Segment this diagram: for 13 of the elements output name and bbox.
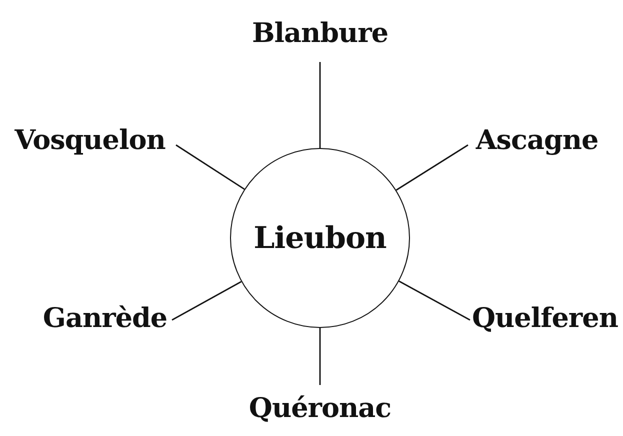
center-label: Lieubon xyxy=(254,220,386,256)
connector-line xyxy=(319,328,321,385)
place-name: Vosquelon xyxy=(14,124,166,156)
place-name: Quéronac xyxy=(248,392,392,424)
connector-line xyxy=(176,144,245,190)
connector-line xyxy=(396,144,468,191)
place-name: Ganrède xyxy=(42,302,168,334)
connector-line xyxy=(398,280,470,321)
connector-line xyxy=(319,62,321,148)
place-name: Quelferen xyxy=(472,302,618,334)
place-name: Blanbure xyxy=(252,18,388,48)
connector-line xyxy=(172,281,242,321)
place-name: Ascagne xyxy=(476,124,598,156)
